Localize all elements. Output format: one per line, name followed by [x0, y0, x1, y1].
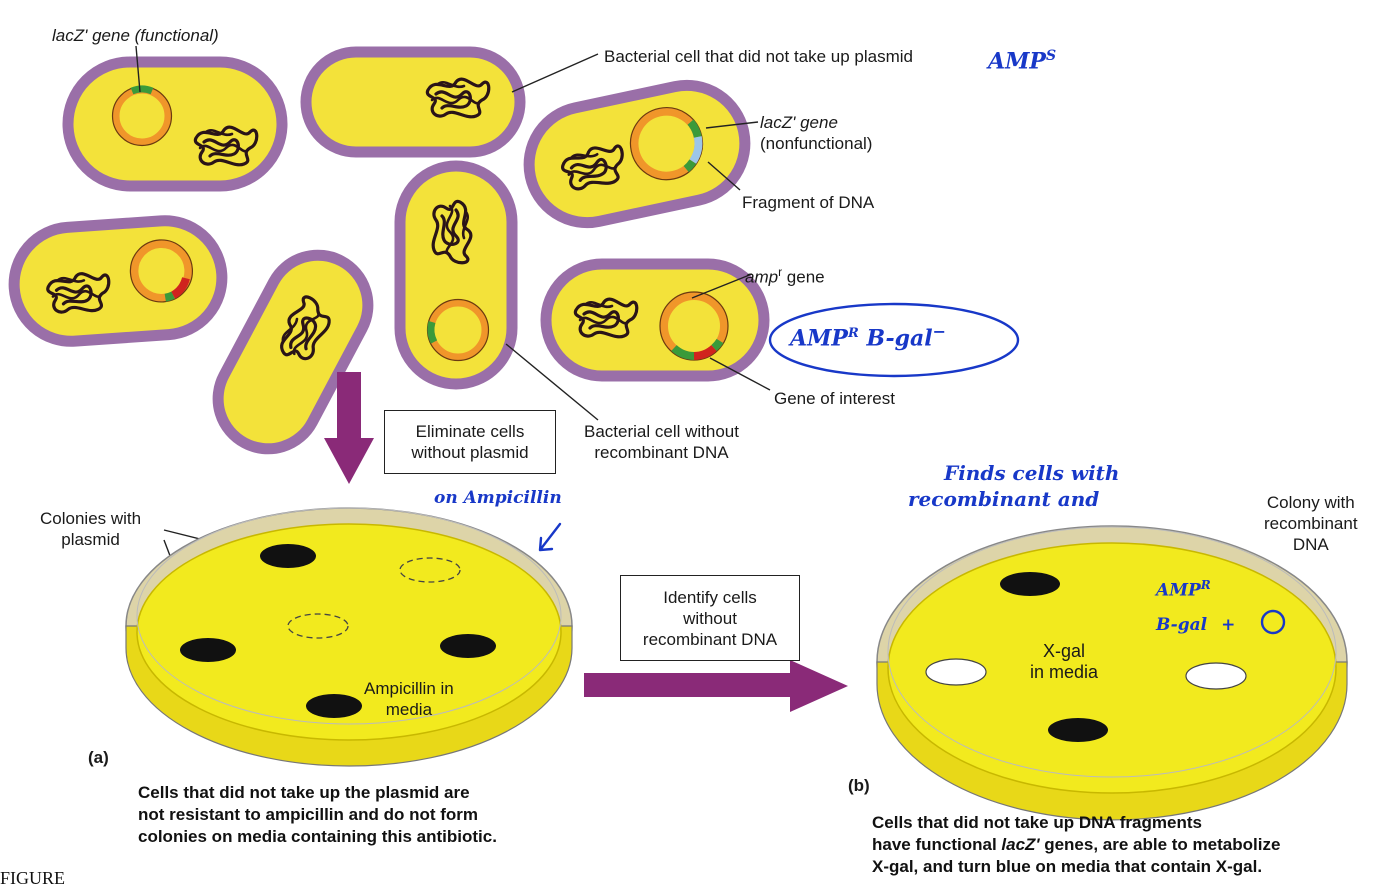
label-gene-of-interest: Gene of interest	[774, 388, 895, 409]
right-arrow	[584, 660, 848, 712]
caption-b: Cells that did not take up DNA fragments…	[872, 812, 1280, 878]
note-ampr-bgal: AMPR B-gal−	[790, 322, 946, 351]
colony-white	[926, 659, 986, 685]
label-ampr-gene: ampr gene	[745, 262, 825, 288]
cell-top-left	[68, 62, 282, 186]
colony-blue	[1000, 572, 1060, 596]
note-on-ampicillin: on Ampicillin	[434, 488, 562, 508]
colony-black	[260, 544, 316, 568]
colony-black	[440, 634, 496, 658]
part-label-a: (a)	[88, 748, 109, 768]
label-no-plasmid-cell: Bacterial cell that did not take up plas…	[604, 46, 913, 67]
cell-top-middle	[306, 52, 520, 152]
colony-white	[1186, 663, 1246, 689]
label-fragment-dna: Fragment of DNA	[742, 192, 874, 213]
plasmid-nonrecombinant	[428, 300, 489, 361]
part-label-b: (b)	[848, 776, 870, 796]
cell-vertical-center	[400, 166, 512, 384]
colony-black	[180, 638, 236, 662]
figure-label: FIGURE	[0, 868, 65, 889]
cell-middle-right	[546, 264, 764, 376]
petri-dish-xgal	[877, 526, 1347, 820]
cell-middle-left	[10, 217, 225, 345]
label-lacz-nonfunctional: lacZ' gene(nonfunctional)	[760, 112, 872, 154]
label-lacz-functional: lacZ' gene (functional)	[52, 25, 219, 46]
caption-a: Cells that did not take up the plasmid a…	[138, 782, 497, 848]
plasmid-functional-lacz	[113, 87, 172, 146]
plasmid-ampr-gene-of-interest	[660, 292, 728, 360]
petri-dish-ampicillin	[126, 508, 572, 766]
colony-blue	[1048, 718, 1108, 742]
cell-top-right	[518, 75, 755, 234]
note-amps: AMPS	[988, 48, 1056, 74]
colony-black	[306, 694, 362, 718]
